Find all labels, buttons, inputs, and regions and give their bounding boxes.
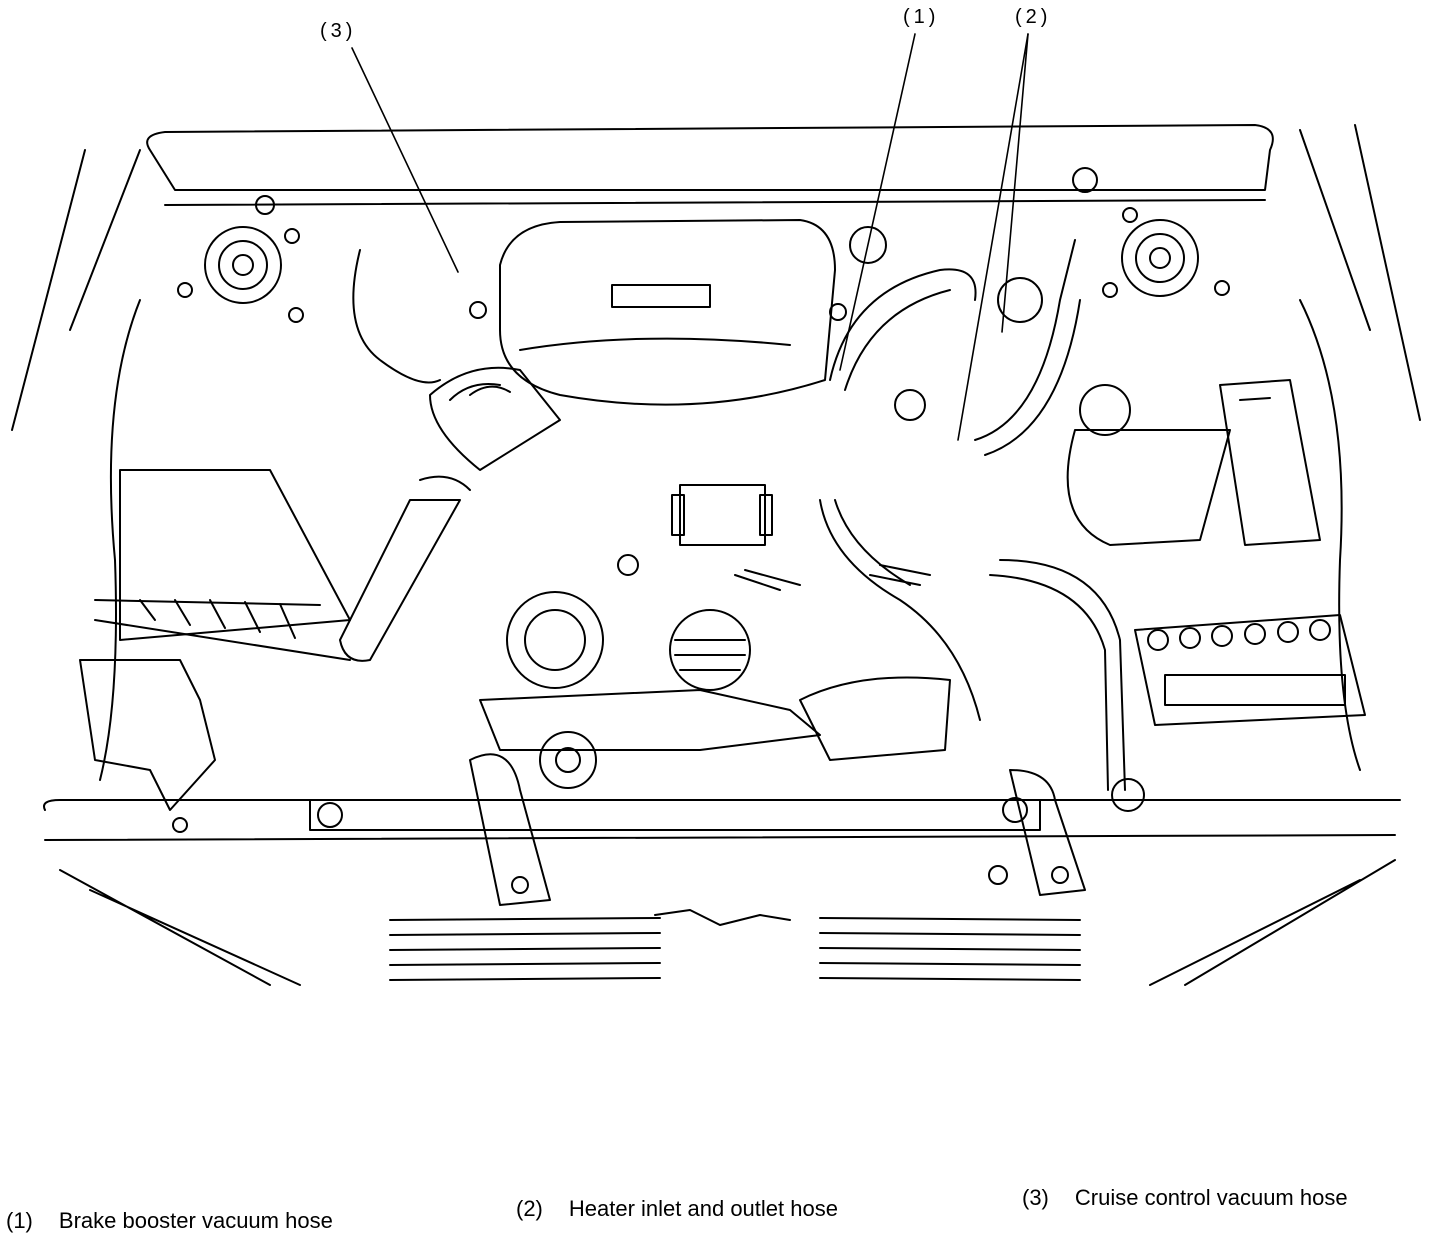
legend-label-1: Brake booster vacuum hose [58, 1208, 333, 1233]
hoses [352, 239, 1126, 791]
leader-line-3 [351, 47, 459, 273]
bolts [172, 167, 1145, 885]
strut-tower-right [1102, 207, 1230, 298]
callout-label-2: (2) [1015, 6, 1052, 28]
left-fender-panel [79, 659, 216, 811]
legend-label-3: Cruise control vacuum hose [1074, 1185, 1348, 1210]
intake-duct [339, 366, 561, 662]
legend-number-2: (2) [516, 1196, 543, 1221]
legend-item-3: (3) Cruise control vacuum hose [1022, 1185, 1348, 1211]
front-bracket [479, 676, 951, 761]
legend-number-3: (3) [1022, 1185, 1049, 1210]
body-outline [11, 124, 1421, 986]
battery [1134, 614, 1366, 726]
leader-line-2b [1001, 33, 1029, 333]
engine-compartment-drawing [11, 33, 1421, 986]
callout-label-3: (3) [320, 20, 357, 42]
legend-number-1: (1) [6, 1208, 33, 1233]
legend-item-1: (1) Brake booster vacuum hose [6, 1208, 333, 1234]
intake-cover [499, 219, 836, 406]
air-cleaner-box [94, 469, 351, 661]
legend-item-2: (2) Heater inlet and outlet hose [516, 1196, 838, 1222]
grille [389, 909, 1081, 981]
legend-label-2: Heater inlet and outlet hose [568, 1196, 838, 1221]
crank-pulley [506, 591, 604, 789]
strut-tower-left [177, 226, 304, 323]
alternator [669, 609, 751, 691]
radiator-support [309, 753, 1086, 906]
ignition-coil [671, 484, 931, 591]
callout-label-1: (1) [903, 6, 940, 28]
leader-line-2a [957, 33, 1029, 441]
fuse-box [1219, 379, 1321, 546]
reservoirs [849, 226, 1231, 546]
